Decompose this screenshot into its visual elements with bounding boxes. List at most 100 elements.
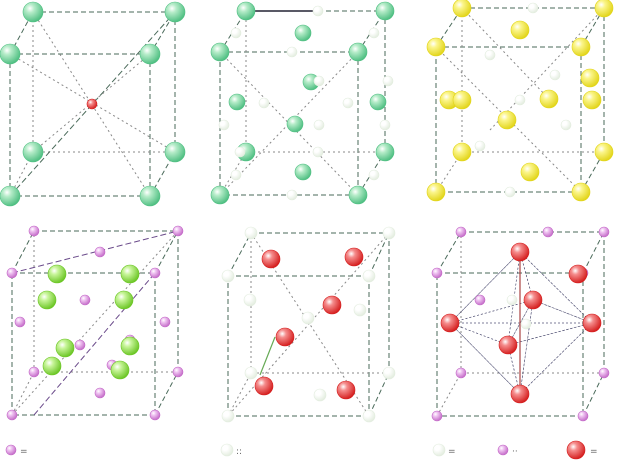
white-atom xyxy=(230,27,242,39)
yellow-atom xyxy=(582,90,602,110)
magenta-atom xyxy=(455,226,467,238)
yellow-atom xyxy=(571,182,591,202)
red-atom xyxy=(344,247,364,267)
green-atom xyxy=(236,1,256,21)
white-atom xyxy=(244,226,258,240)
legend-item-2: :: xyxy=(220,443,242,457)
lime-atom xyxy=(37,290,57,310)
bond-line xyxy=(507,322,593,346)
red-atom xyxy=(254,376,274,396)
bond-line xyxy=(436,231,462,274)
bond-line xyxy=(9,11,176,197)
bond-line xyxy=(519,251,593,324)
white-atom xyxy=(379,119,391,131)
bond-line xyxy=(227,232,390,417)
legend-item-1: = xyxy=(5,444,28,457)
lime-atom xyxy=(55,338,75,358)
magenta-atom xyxy=(598,226,610,238)
magenta-atom xyxy=(172,366,184,378)
bond-line xyxy=(219,51,359,196)
bond-line xyxy=(532,299,593,324)
legend: = :: = ·· = xyxy=(5,440,598,460)
yellow-atom xyxy=(580,68,600,88)
bond-line xyxy=(219,51,359,196)
red-atom xyxy=(498,335,518,355)
bond-line xyxy=(11,230,179,416)
white-atom xyxy=(368,27,380,39)
white-atom xyxy=(313,388,327,402)
yellow-atom xyxy=(497,110,517,130)
red-atom xyxy=(440,313,460,333)
magenta-atom-icon xyxy=(497,444,509,456)
yellow-atom xyxy=(452,142,472,162)
yellow-atom xyxy=(426,37,446,57)
bond-line xyxy=(154,230,179,274)
magenta-atom xyxy=(577,410,589,422)
white-atom xyxy=(243,293,257,307)
green-atom xyxy=(286,115,304,133)
white-atom xyxy=(313,119,325,131)
yellow-atom xyxy=(426,182,446,202)
red-atom xyxy=(510,384,530,404)
lime-atom xyxy=(42,356,62,376)
yellow-atom xyxy=(594,0,614,18)
green-atom xyxy=(375,1,395,21)
white-atom xyxy=(514,94,526,106)
red-atom xyxy=(568,264,588,284)
lime-atom xyxy=(47,264,67,284)
legend-item-3: = xyxy=(432,443,456,457)
bond-line xyxy=(227,372,252,417)
white-atom xyxy=(484,49,496,61)
bond-line xyxy=(436,372,462,417)
magenta-atom xyxy=(28,225,40,237)
white-atom-icon xyxy=(220,443,234,457)
white-atom xyxy=(368,169,380,181)
green-atom xyxy=(139,43,161,65)
green-atom xyxy=(375,142,395,162)
magenta-atom xyxy=(28,366,40,378)
magenta-atom xyxy=(6,267,18,279)
magenta-atom xyxy=(6,409,18,421)
white-atom xyxy=(504,186,516,198)
yellow-atom xyxy=(594,142,614,162)
white-atom xyxy=(362,269,376,283)
bond-line xyxy=(507,322,593,346)
green-atom xyxy=(0,43,21,65)
panel-rock-salt-partial-structure xyxy=(221,226,396,423)
magenta-atom xyxy=(474,294,486,306)
magenta-atom xyxy=(542,226,554,238)
white-atom xyxy=(312,146,324,158)
panel-fcc-octahedral-sites-structure xyxy=(426,0,614,202)
white-atom xyxy=(474,140,486,152)
legend-item-4: ·· xyxy=(497,444,518,457)
green-atom xyxy=(22,1,44,23)
red-atom xyxy=(86,98,98,110)
legend-label-4: ·· xyxy=(512,447,518,457)
green-atom xyxy=(0,185,21,207)
bond-line xyxy=(449,322,521,395)
bond-line xyxy=(449,251,521,324)
panel-zinc-blende-structure xyxy=(6,225,184,421)
white-atom xyxy=(221,269,235,283)
white-atom xyxy=(301,311,315,325)
green-atom xyxy=(228,93,246,111)
white-atom xyxy=(549,69,561,81)
lime-atom xyxy=(114,290,134,310)
legend-label-1: = xyxy=(20,447,28,457)
bond-line xyxy=(11,230,35,274)
bond-line xyxy=(519,322,593,395)
bond-line xyxy=(227,232,252,277)
white-atom xyxy=(244,366,258,380)
green-atom xyxy=(164,1,186,23)
bond-line xyxy=(532,299,593,324)
white-atom-icon xyxy=(432,443,446,457)
panel-bcc-tetrahedral-sites-structure xyxy=(210,1,395,205)
yellow-atom xyxy=(452,0,472,18)
bond-line xyxy=(435,46,582,193)
red-atom xyxy=(275,327,295,347)
yellow-atom xyxy=(520,162,540,182)
magenta-atom xyxy=(172,225,184,237)
white-atom xyxy=(527,2,539,14)
bond-line xyxy=(368,372,390,417)
red-atom xyxy=(322,295,342,315)
